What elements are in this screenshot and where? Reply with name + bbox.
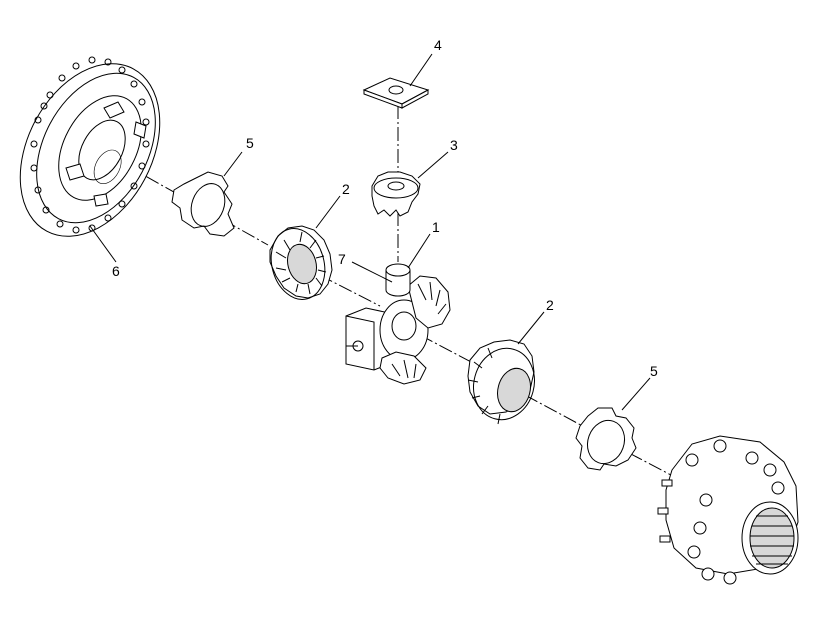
part-1-spider-assembly (345, 263, 451, 385)
leader-lines (89, 53, 651, 411)
callout-2-left: 2 (342, 181, 350, 197)
part-3-pinion-gear (371, 171, 421, 217)
part-6-ring-gear (19, 56, 161, 237)
callout-6: 6 (112, 263, 120, 279)
callout-2-right: 2 (546, 297, 554, 313)
callout-1: 1 (432, 219, 440, 235)
part-5-thrust-washer-left (171, 171, 235, 237)
callout-4: 4 (434, 37, 442, 53)
callout-5-right: 5 (650, 363, 658, 379)
callout-5-left: 5 (246, 135, 254, 151)
part-5-thrust-washer-right (575, 407, 637, 471)
callouts: 6 5 2 4 3 1 7 2 5 (112, 37, 658, 379)
callout-3: 3 (450, 137, 458, 153)
part-2-side-gear-left (269, 225, 333, 300)
differential-case (657, 435, 799, 585)
part-2-side-gear-right (467, 339, 535, 425)
part-4-plate (362, 77, 430, 109)
callout-7: 7 (338, 251, 346, 267)
